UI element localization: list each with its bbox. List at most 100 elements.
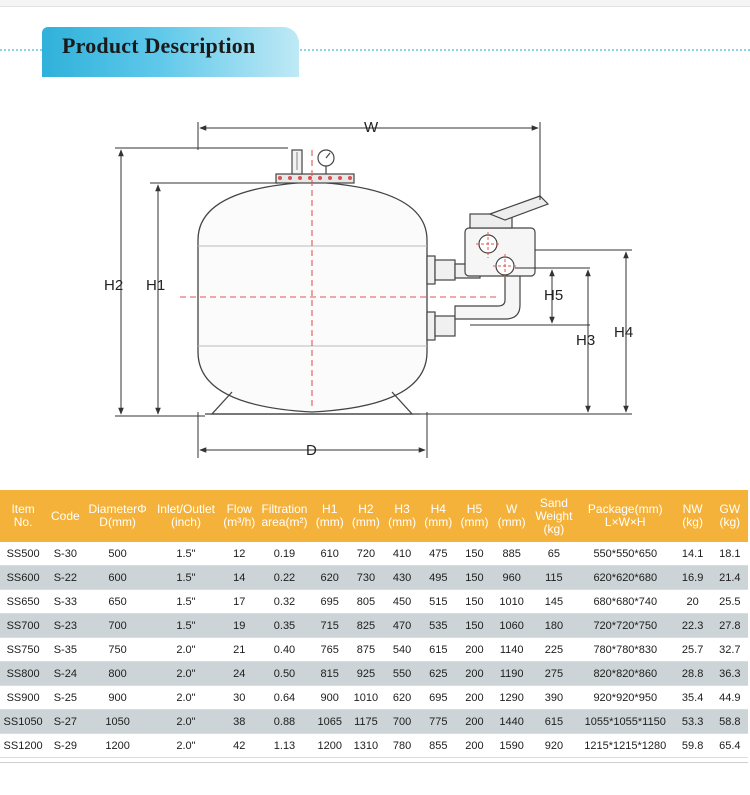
col-header-gw: GW(kg) — [711, 490, 748, 542]
dimension-d — [197, 412, 428, 458]
table-cell: 900 — [311, 685, 348, 710]
table-cell: 0.40 — [257, 637, 312, 662]
table-cell: 14.1 — [673, 542, 712, 566]
table-cell: 805 — [347, 589, 384, 614]
label-d: D — [306, 442, 317, 459]
table-cell: 38 — [221, 709, 258, 734]
col-header-w: W(mm) — [492, 490, 531, 542]
table-cell: 150 — [456, 613, 493, 638]
table-cell: 0.19 — [257, 542, 312, 566]
table-cell: 920*920*950 — [577, 685, 674, 710]
table-cell: 0.32 — [257, 589, 312, 614]
table-cell: 32.7 — [711, 637, 748, 662]
table-cell: 59.8 — [673, 733, 712, 758]
table-cell: 150 — [456, 589, 493, 614]
table-cell: 25.7 — [673, 637, 712, 662]
table-cell: 1.5" — [150, 613, 222, 638]
table-cell: 700 — [84, 613, 151, 638]
col-header-h2: H2(mm) — [347, 490, 384, 542]
dimension-h1 — [150, 182, 278, 415]
table-cell: 695 — [311, 589, 348, 614]
col-header-code: Code — [46, 490, 85, 542]
table-bottom-rule — [0, 762, 748, 763]
table-cell: 500 — [84, 542, 151, 566]
label-h1: H1 — [146, 277, 165, 294]
table-cell: 1140 — [492, 637, 531, 662]
label-h4: H4 — [614, 324, 633, 341]
table-cell: 620 — [384, 685, 421, 710]
col-header-package: Package(mm)L×W×H — [577, 490, 674, 542]
label-h3: H3 — [576, 332, 595, 349]
table-cell: SS800 — [0, 661, 47, 686]
dimension-h2 — [115, 147, 288, 417]
label-h2: H2 — [104, 277, 123, 294]
table-cell: 28.8 — [673, 661, 712, 686]
dimension-w — [197, 122, 541, 200]
table-cell: 620*620*680 — [577, 565, 674, 590]
header-banner — [42, 27, 299, 77]
table-cell: 225 — [530, 637, 577, 662]
table-cell: 815 — [311, 661, 348, 686]
table-cell: 720 — [347, 542, 384, 566]
table-cell: 535 — [420, 613, 457, 638]
table-cell: 715 — [311, 613, 348, 638]
table-cell: 65.4 — [711, 733, 748, 758]
table-cell: 0.64 — [257, 685, 312, 710]
col-header-h4: H4(mm) — [420, 490, 457, 542]
table-cell: S-24 — [46, 661, 85, 686]
table-cell: 1310 — [347, 733, 384, 758]
table-cell: 20 — [673, 589, 712, 614]
page-title: Product Description — [62, 33, 256, 58]
table-cell: 53.3 — [673, 709, 712, 734]
table-cell: 2.0" — [150, 709, 222, 734]
table-cell: 470 — [384, 613, 421, 638]
col-header-h1: H1(mm) — [311, 490, 348, 542]
table-cell: 14 — [221, 565, 258, 590]
table-cell: 730 — [347, 565, 384, 590]
table-cell: 775 — [420, 709, 457, 734]
table-cell: 1.5" — [150, 589, 222, 614]
table-cell: 2.0" — [150, 685, 222, 710]
table-cell: S-23 — [46, 613, 85, 638]
table-cell: SS1050 — [0, 709, 47, 734]
table-cell: 1200 — [84, 733, 151, 758]
table-cell: 515 — [420, 589, 457, 614]
pressure-gauge-icon — [317, 149, 335, 174]
table-cell: 390 — [530, 685, 577, 710]
table-cell: 765 — [311, 637, 348, 662]
table-cell: S-35 — [46, 637, 85, 662]
table-cell: 2.0" — [150, 637, 222, 662]
table-cell: 18.1 — [711, 542, 748, 566]
table-cell: 2.0" — [150, 661, 222, 686]
table-cell: 900 — [84, 685, 151, 710]
table-cell: S-29 — [46, 733, 85, 758]
table-cell: 550 — [384, 661, 421, 686]
table-cell: 1010 — [347, 685, 384, 710]
label-w: W — [364, 119, 379, 136]
table-cell: 1.13 — [257, 733, 312, 758]
table-cell: 1200 — [311, 733, 348, 758]
table-cell: 2.0" — [150, 733, 222, 758]
col-header-h5: H5(mm) — [456, 490, 493, 542]
table-cell: 855 — [420, 733, 457, 758]
table-cell: 16.9 — [673, 565, 712, 590]
table-cell: 780*780*830 — [577, 637, 674, 662]
table-cell: SS650 — [0, 589, 47, 614]
col-header-nw: NW(kg) — [673, 490, 712, 542]
table-cell: 610 — [311, 542, 348, 566]
table-cell: 1065 — [311, 709, 348, 734]
top-border — [0, 0, 750, 7]
filter-dimension-diagram: W H2 H1 D H5 H3 H4 — [104, 119, 633, 459]
table-cell: 12 — [221, 542, 258, 566]
table-cell: 200 — [456, 685, 493, 710]
table-cell: 1290 — [492, 685, 531, 710]
table-cell: 650 — [84, 589, 151, 614]
table-cell: SS600 — [0, 565, 47, 590]
